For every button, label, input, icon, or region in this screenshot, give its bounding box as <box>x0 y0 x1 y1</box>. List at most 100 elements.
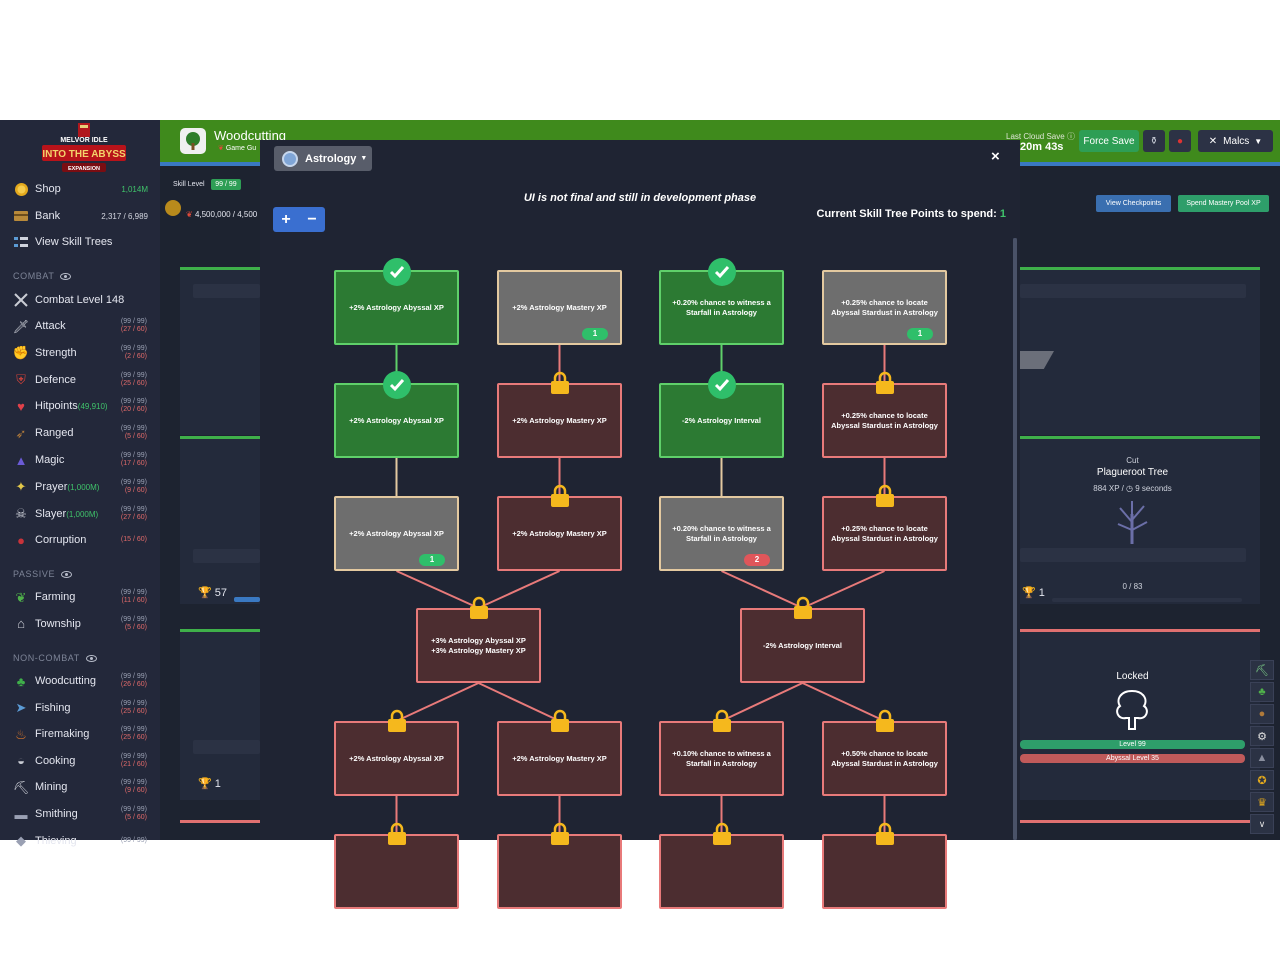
sidebar-item-thieving[interactable]: ◆Thieving(99 / 99) <box>0 828 160 854</box>
rail-trophy-button[interactable]: ♛ <box>1250 792 1274 812</box>
trophy-count: 🏆 1 <box>1022 586 1045 599</box>
skill-name: Magic <box>35 454 65 466</box>
checkmark-icon <box>382 258 411 286</box>
sidebar-item-label: Township <box>35 618 81 630</box>
medal-icon: ✪ <box>1257 774 1267 787</box>
skill-tree-node-locked[interactable] <box>334 822 459 909</box>
skill-tree-node-locked[interactable] <box>497 822 622 909</box>
sidebar-item-strength[interactable]: ✊Strength(99 / 99)(2 / 60) <box>0 340 160 366</box>
zoom-out-button[interactable]: − <box>307 210 317 228</box>
rail-wolf-button[interactable]: ▲ <box>1250 748 1274 768</box>
username: Malcs <box>1223 135 1250 147</box>
skill-levels: (99 / 99)(11 / 60) <box>107 589 147 605</box>
sidebar-item-combat-level[interactable]: Combat Level 148 <box>0 287 160 313</box>
skill-tree-node-locked[interactable]: +2% Astrology Mastery XP <box>497 709 622 796</box>
node-label: +0.25% chance to locate Abyssal Stardust… <box>831 297 938 317</box>
sidebar-item-slayer[interactable]: ☠Slayer(1,000M)(99 / 99)(27 / 60) <box>0 501 160 527</box>
node-label: +0.25% chance to locate Abyssal Stardust… <box>831 410 938 430</box>
sidebar-item-bank[interactable]: Bank 2,317 / 6,989 <box>0 203 160 229</box>
sidebar-item-corruption[interactable]: ●Corruption(15 / 60) <box>0 527 160 553</box>
skill-tree-node-unlocked[interactable]: +2% Astrology Abyssal XP <box>334 371 459 458</box>
node-label: +2% Astrology Mastery XP <box>512 753 607 763</box>
skill-name: Woodcutting <box>35 675 96 687</box>
skill-tree-node-locked[interactable]: -2% Astrology Interval <box>740 596 865 683</box>
view-checkpoints-button[interactable]: View Checkpoints <box>1096 195 1171 212</box>
skill-tree-node-available[interactable]: +0.20% chance to witness a Starfall in A… <box>659 496 784 571</box>
sidebar-item-fishing[interactable]: ➤Fishing(99 / 99)(25 / 60) <box>0 695 160 721</box>
sidebar-item-mining[interactable]: ⛏Mining(99 / 99)(9 / 60) <box>0 774 160 800</box>
sidebar-item-prayer[interactable]: ✦Prayer(1,000M)(99 / 99)(9 / 60) <box>0 474 160 500</box>
rail-skill-button[interactable]: ⛏ <box>1250 660 1274 680</box>
potion-icon: ⚱ <box>1149 135 1159 147</box>
sidebar-item-cooking[interactable]: ◒Cooking(99 / 99)(21 / 60) <box>0 748 160 774</box>
skill-tree-node-locked[interactable]: +2% Astrology Abyssal XP <box>334 709 459 796</box>
skill-levels: (99 / 99)(26 / 60) <box>107 673 147 689</box>
rail-collapse-button[interactable]: ∨ <box>1250 814 1274 834</box>
user-menu-button[interactable]: ✕Malcs▼ <box>1198 130 1273 152</box>
help-icon[interactable]: ⓘ <box>1066 132 1075 141</box>
sidebar-item-smithing[interactable]: ▬Smithing(99 / 99)(5 / 60) <box>0 801 160 827</box>
sidebar-item-magic[interactable]: ▲Magic(99 / 99)(17 / 60) <box>0 447 160 473</box>
close-button[interactable]: × <box>991 148 1000 165</box>
skill-tree-node-locked[interactable]: +2% Astrology Mastery XP <box>497 371 622 458</box>
scrollbar-thumb[interactable] <box>1013 238 1017 840</box>
notification-button[interactable]: ● <box>1169 130 1191 152</box>
skill-tree-node-available[interactable]: +0.25% chance to locate Abyssal Stardust… <box>822 270 947 345</box>
skill-tree-node-locked[interactable] <box>822 822 947 909</box>
caret-down-icon: ▼ <box>360 155 368 162</box>
skill-tree-node-locked[interactable]: +0.50% chance to locate Abyssal Stardust… <box>822 709 947 796</box>
sidebar-item-woodcutting[interactable]: ♣Woodcutting(99 / 99)(26 / 60) <box>0 668 160 694</box>
skill-tree-node-locked[interactable] <box>659 822 784 909</box>
sidebar-item-ranged[interactable]: ➶Ranged(99 / 99)(5 / 60) <box>0 420 160 446</box>
skill-level: (99 / 99) <box>120 398 147 406</box>
rail-pet-button[interactable]: ● <box>1250 704 1274 724</box>
sidebar-item-firemaking[interactable]: ♨Firemaking(99 / 99)(25 / 60) <box>0 721 160 747</box>
skill-levels: (99 / 99)(27 / 60) <box>107 506 147 522</box>
sidebar-item-farming[interactable]: ❦Farming(99 / 99)(11 / 60) <box>0 584 160 610</box>
skill-tree-node-locked[interactable]: +3% Astrology Abyssal XP +3% Astrology M… <box>416 596 541 683</box>
game-guide-link[interactable]: ❦ Game Gu <box>218 144 256 152</box>
sidebar-item-label: Ranged <box>35 427 74 439</box>
passive-section-header[interactable]: PASSIVE <box>13 569 73 579</box>
tree-connector <box>396 570 479 609</box>
skill-select-dropdown[interactable]: Astrology ▼ <box>274 146 372 171</box>
skill-tree-node-locked[interactable]: +0.10% chance to witness a Starfall in A… <box>659 709 784 796</box>
skill-tree-node-locked[interactable]: +0.25% chance to locate Abyssal Stardust… <box>822 484 947 571</box>
wizard-hat-icon: ▲ <box>14 452 28 468</box>
spend-mastery-pool-button[interactable]: Spend Mastery Pool XP <box>1178 195 1269 212</box>
skill-tree-node-unlocked[interactable]: +0.20% chance to witness a Starfall in A… <box>659 258 784 345</box>
sidebar-item-shop[interactable]: Shop 1,014M <box>0 176 160 202</box>
eye-icon[interactable] <box>85 654 97 662</box>
skill-xp: ❦ 4,500,000 / 4,500 <box>186 210 257 219</box>
points-value: 1 <box>999 208 1006 220</box>
combat-section-header[interactable]: COMBAT <box>13 271 72 281</box>
skill-name: Strength <box>35 346 77 359</box>
zoom-in-button[interactable]: + <box>281 210 291 228</box>
eye-icon[interactable] <box>61 570 73 578</box>
sidebar-item-attack[interactable]: 🗡Attack(99 / 99)(27 / 60) <box>0 313 160 339</box>
game-guide-label: Game Gu <box>225 145 257 152</box>
skill-name: Ranged <box>35 427 74 440</box>
rail-forest-button[interactable]: ♣ <box>1250 682 1274 702</box>
skill-tree-node-unlocked[interactable]: +2% Astrology Abyssal XP <box>334 258 459 345</box>
tree-card-plagueroot[interactable] <box>1020 439 1260 604</box>
noncombat-section-header[interactable]: NON-COMBAT <box>13 653 97 663</box>
sword-icon: 🗡 <box>12 318 30 334</box>
rail-medal-button[interactable]: ✪ <box>1250 770 1274 790</box>
potion-button[interactable]: ⚱ <box>1143 130 1165 152</box>
sidebar-item-hitpoints[interactable]: ♥Hitpoints(49,910)(99 / 99)(20 / 60) <box>0 393 160 419</box>
eye-icon[interactable] <box>60 272 72 280</box>
sidebar-item-view-skill-trees[interactable]: View Skill Trees <box>0 229 160 255</box>
page-title: Woodcutting <box>214 128 287 143</box>
skill-tree-node-unlocked[interactable]: -2% Astrology Interval <box>659 371 784 458</box>
skill-level: (99 / 99) <box>120 806 147 813</box>
skill-tree-node-locked[interactable]: +0.25% chance to locate Abyssal Stardust… <box>822 371 947 458</box>
sidebar-item-defence[interactable]: ⛨Defence(99 / 99)(25 / 60) <box>0 367 160 393</box>
force-save-button[interactable]: Force Save <box>1079 130 1139 152</box>
rail-settings-button[interactable]: ⚙ <box>1250 726 1274 746</box>
skill-tree-node-locked[interactable]: +2% Astrology Mastery XP <box>497 484 622 571</box>
plagueroot-tree-icon <box>1117 501 1148 544</box>
sidebar-item-township[interactable]: ⌂Township(99 / 99)(5 / 60) <box>0 611 160 637</box>
